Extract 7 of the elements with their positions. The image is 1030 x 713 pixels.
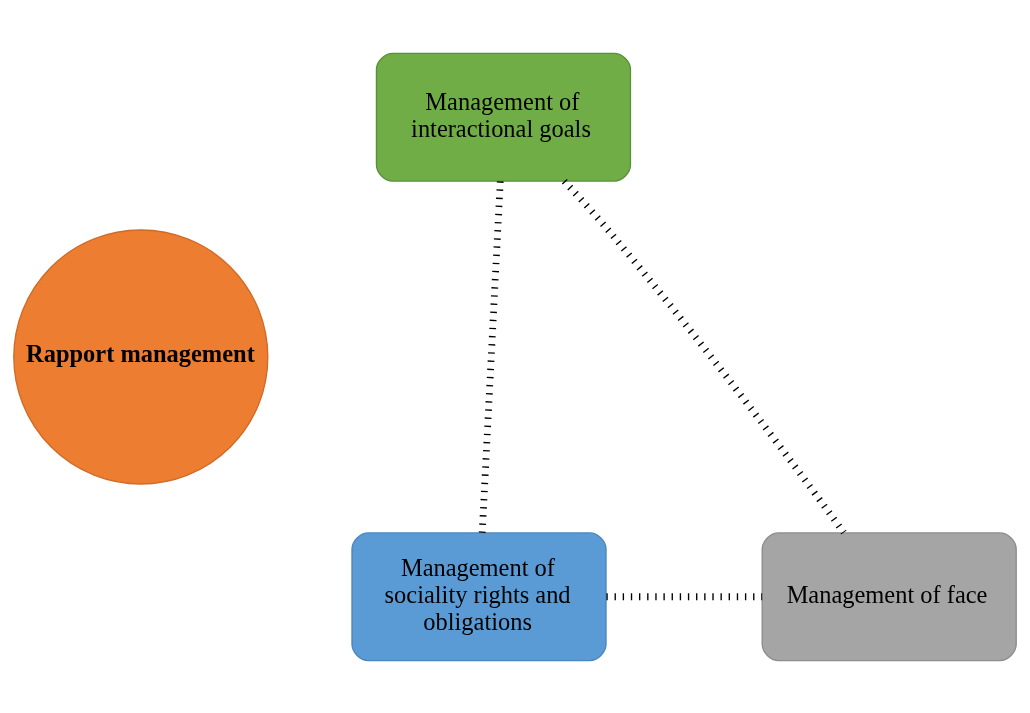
node-circle: Rapport management — [13, 228, 269, 485]
connector — [478, 180, 504, 533]
connector — [561, 178, 847, 534]
connector — [606, 592, 763, 600]
node-box: Management of face — [761, 531, 1017, 661]
node-box: Management of interactional goals — [375, 52, 632, 182]
node-box: Management of sociality rights and obligations — [351, 531, 607, 661]
